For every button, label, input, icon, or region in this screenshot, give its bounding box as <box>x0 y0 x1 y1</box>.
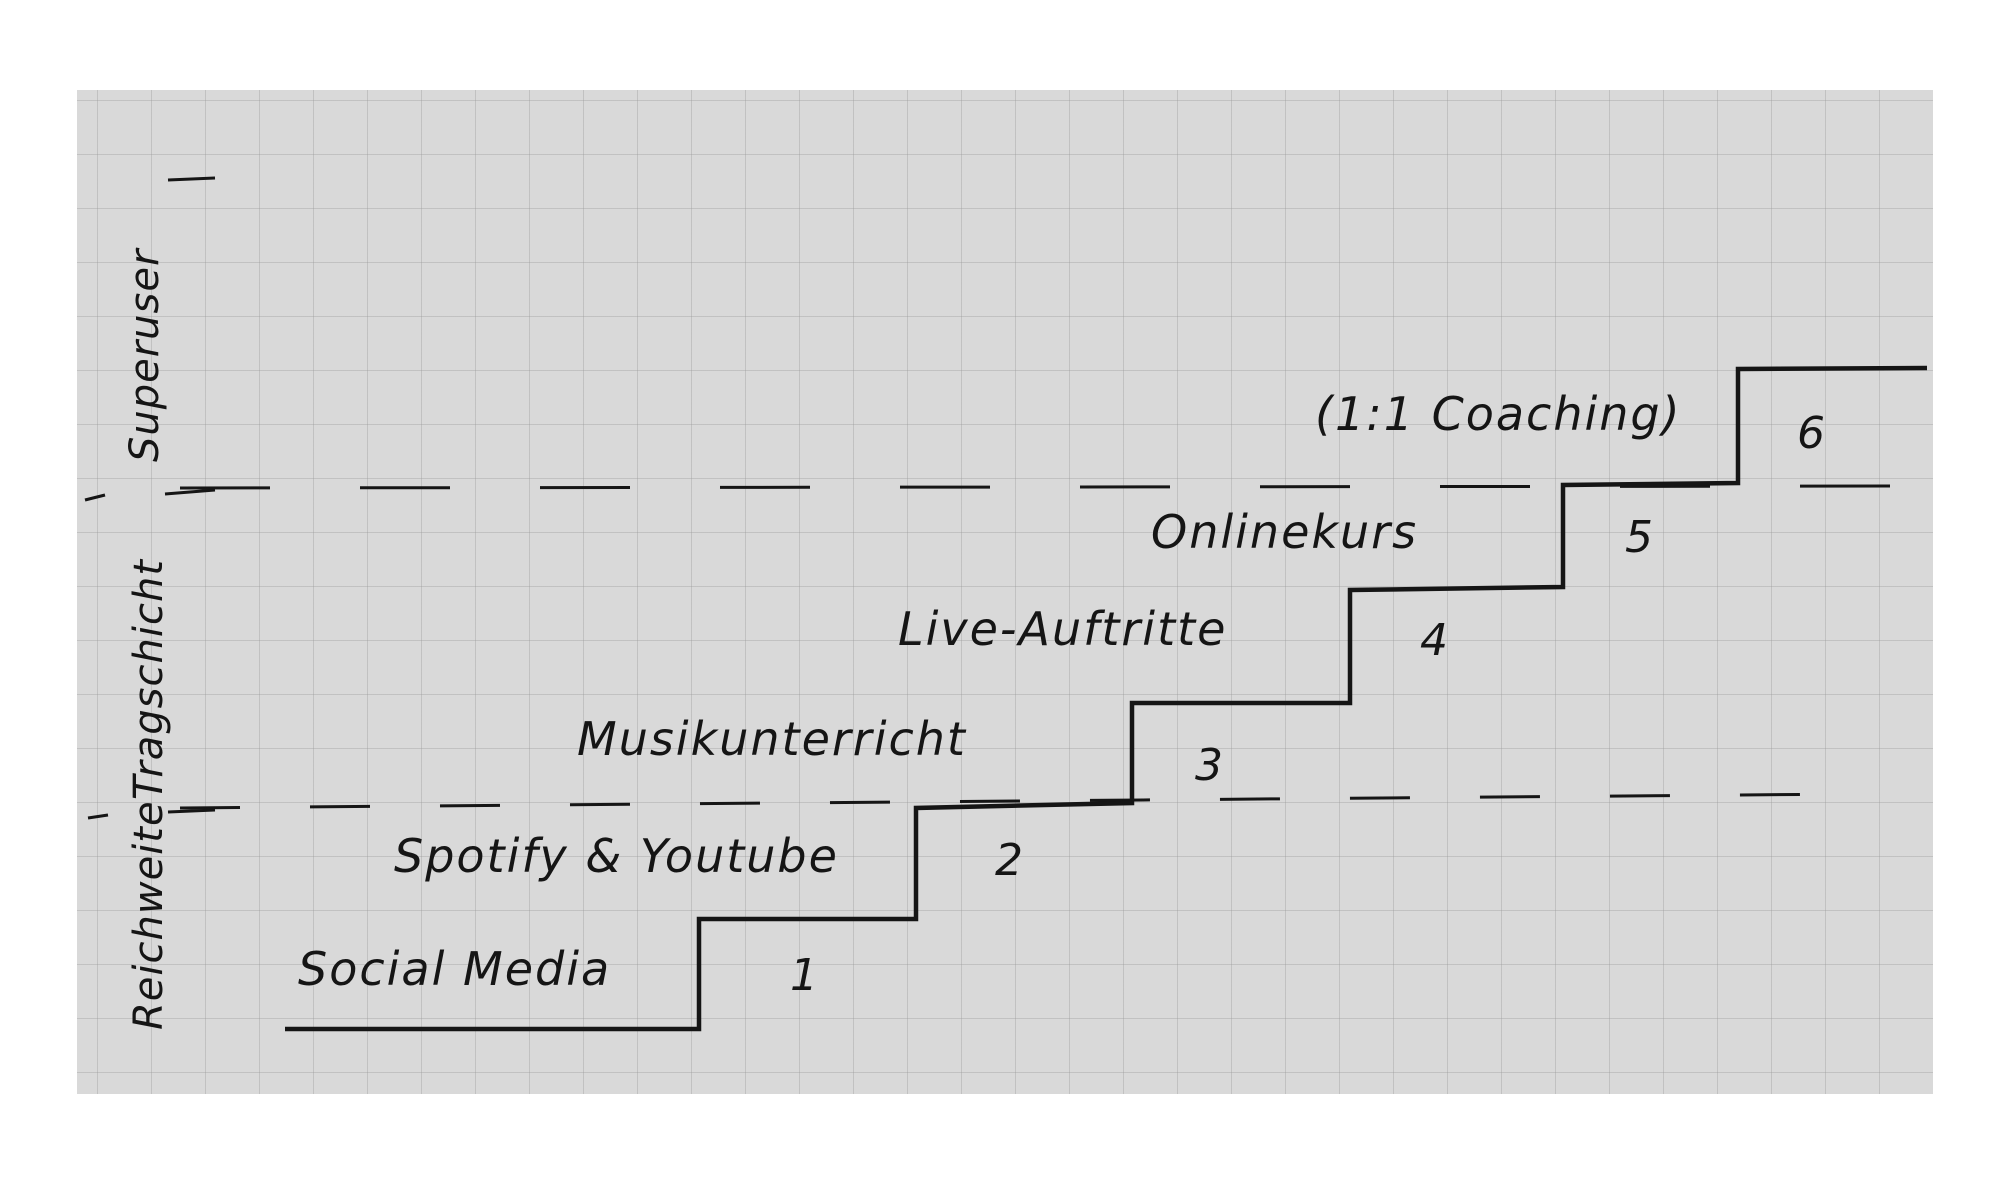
step-number-5: 5 <box>1625 512 1653 563</box>
step-number-4: 4 <box>1420 615 1448 666</box>
tick-mark <box>167 176 216 182</box>
step-label-3: Musikunterricht <box>577 712 967 766</box>
tick-mark <box>167 808 216 814</box>
step-number-6: 6 <box>1797 408 1825 459</box>
layer-label-superuser: Superuser <box>122 247 168 462</box>
layer-label-reichweite: Reichweite <box>126 800 172 1030</box>
step-label-4: Live-Auftritte <box>898 602 1227 656</box>
step-label-5: Onlinekurs <box>1151 505 1418 559</box>
tick-mark <box>87 813 109 820</box>
tick-mark <box>164 488 216 496</box>
step-number-1: 1 <box>790 950 818 1001</box>
step-number-3: 3 <box>1195 740 1223 791</box>
step-label-2: Spotify & Youtube <box>394 829 839 883</box>
staircase-line <box>285 365 1928 1032</box>
step-label-1: Social Media <box>298 942 611 996</box>
layer-label-tragschicht: Tragschicht <box>126 559 172 800</box>
grid-paper <box>77 90 1933 1094</box>
separator-tragschicht <box>179 792 1861 810</box>
step-number-2: 2 <box>995 835 1023 886</box>
step-label-6: (1:1 Coaching) <box>1315 387 1682 441</box>
separator-superuser <box>179 484 1926 490</box>
tick-mark <box>84 493 106 502</box>
